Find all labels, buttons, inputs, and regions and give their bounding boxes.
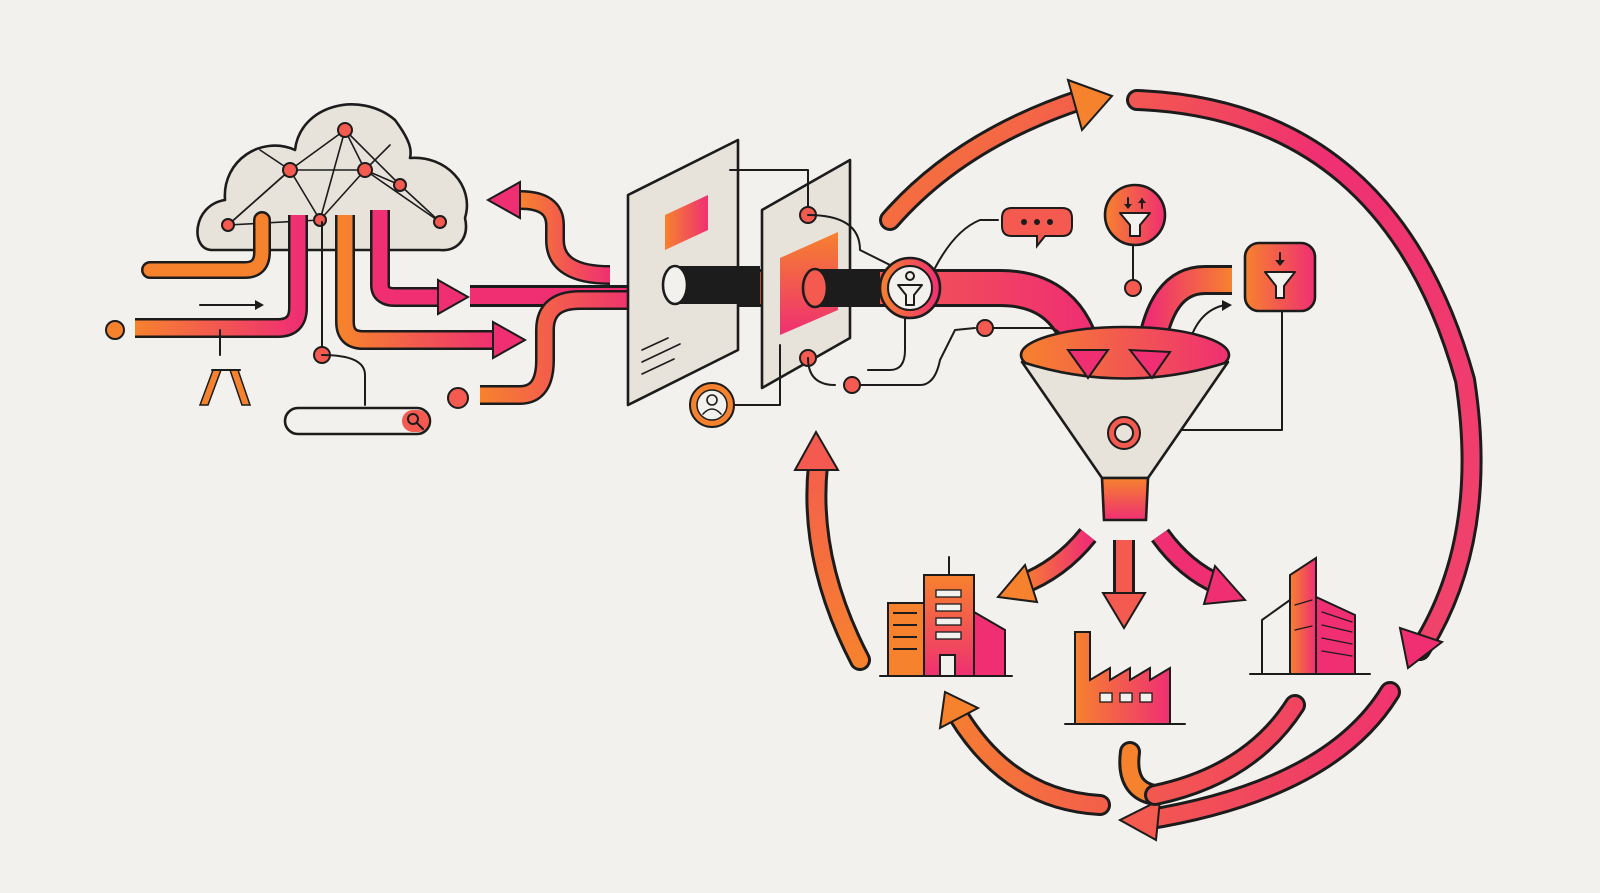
search-bar-icon	[283, 406, 432, 436]
filter-box-icon	[1243, 241, 1317, 313]
sort-filter-icon	[1103, 183, 1167, 247]
chat-bubble-icon	[1001, 207, 1073, 249]
skyscraper-icon	[1249, 556, 1371, 675]
magnifier-icon	[402, 410, 429, 432]
funnel-icon	[1019, 325, 1231, 522]
user-avatar-icon	[689, 382, 735, 428]
tripod-icon	[198, 329, 252, 406]
distribution-arrows	[996, 527, 1248, 630]
cloud-network-icon	[196, 103, 469, 252]
document-panel-icon	[626, 138, 760, 407]
connector-lines	[729, 169, 1283, 431]
filter-node-icon	[878, 256, 942, 320]
office-building-icon	[879, 556, 1013, 677]
input-pipes	[105, 210, 528, 406]
factory-icon	[1064, 631, 1186, 725]
cycle-arrow-icon	[793, 78, 1483, 842]
